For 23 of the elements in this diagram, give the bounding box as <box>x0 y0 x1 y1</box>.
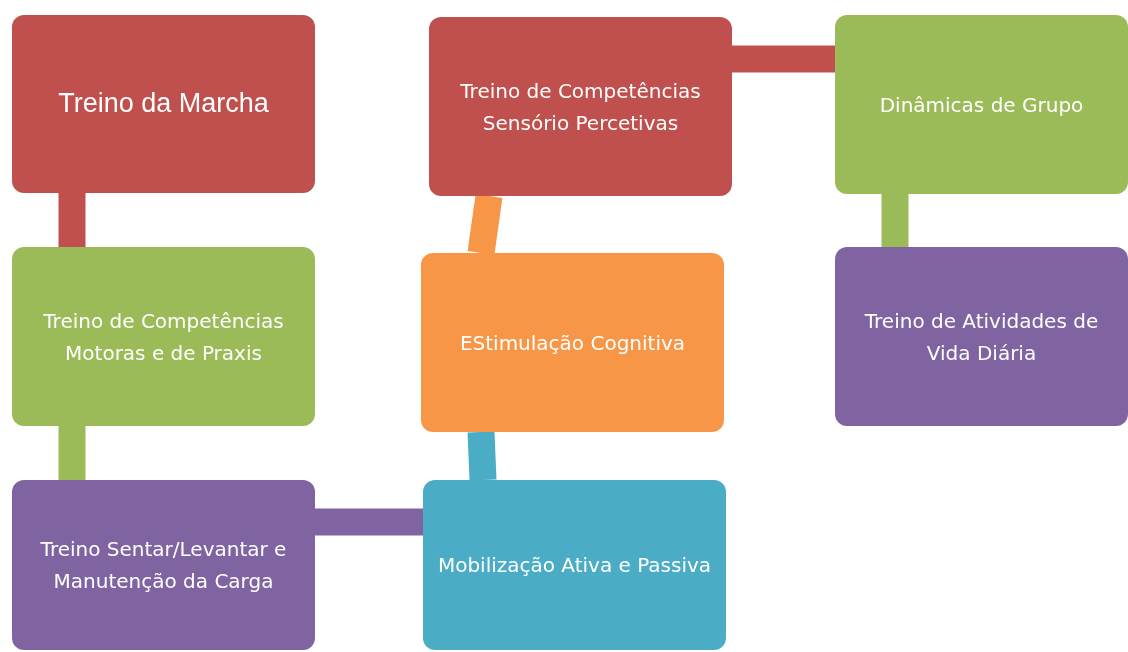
box-label: Treino de Competências Motoras e de Praxis <box>42 307 285 367</box>
connector-bar <box>467 194 503 255</box>
box-label: Mobilização Ativa e Passiva <box>437 552 712 579</box>
process-box <box>835 15 1128 194</box>
box-label: Dinâmicas de Grupo <box>879 91 1084 119</box>
connector-bar <box>881 194 909 247</box>
process-box <box>12 247 315 426</box>
process-box <box>421 253 724 432</box>
connector-bar <box>58 426 86 480</box>
box-label: Treino Sentar/Levantar e Manutenção da Carga <box>39 536 288 595</box>
box-label: Treino da Marcha <box>58 87 269 121</box>
box-label: EStimulação Cognitiva <box>459 329 686 357</box>
process-box <box>835 247 1128 426</box>
connector-bar <box>58 193 86 247</box>
connector-bar <box>732 45 835 73</box>
process-box <box>423 480 726 650</box>
connector-bar <box>315 508 423 536</box>
box-label: Treino de Competências Sensório Percetivas <box>459 77 702 137</box>
connector-bar <box>467 431 497 481</box>
process-box <box>12 15 315 193</box>
process-box <box>429 17 732 196</box>
box-label: Treino de Atividades de Vida Diária <box>863 307 1100 367</box>
process-box <box>12 480 315 650</box>
